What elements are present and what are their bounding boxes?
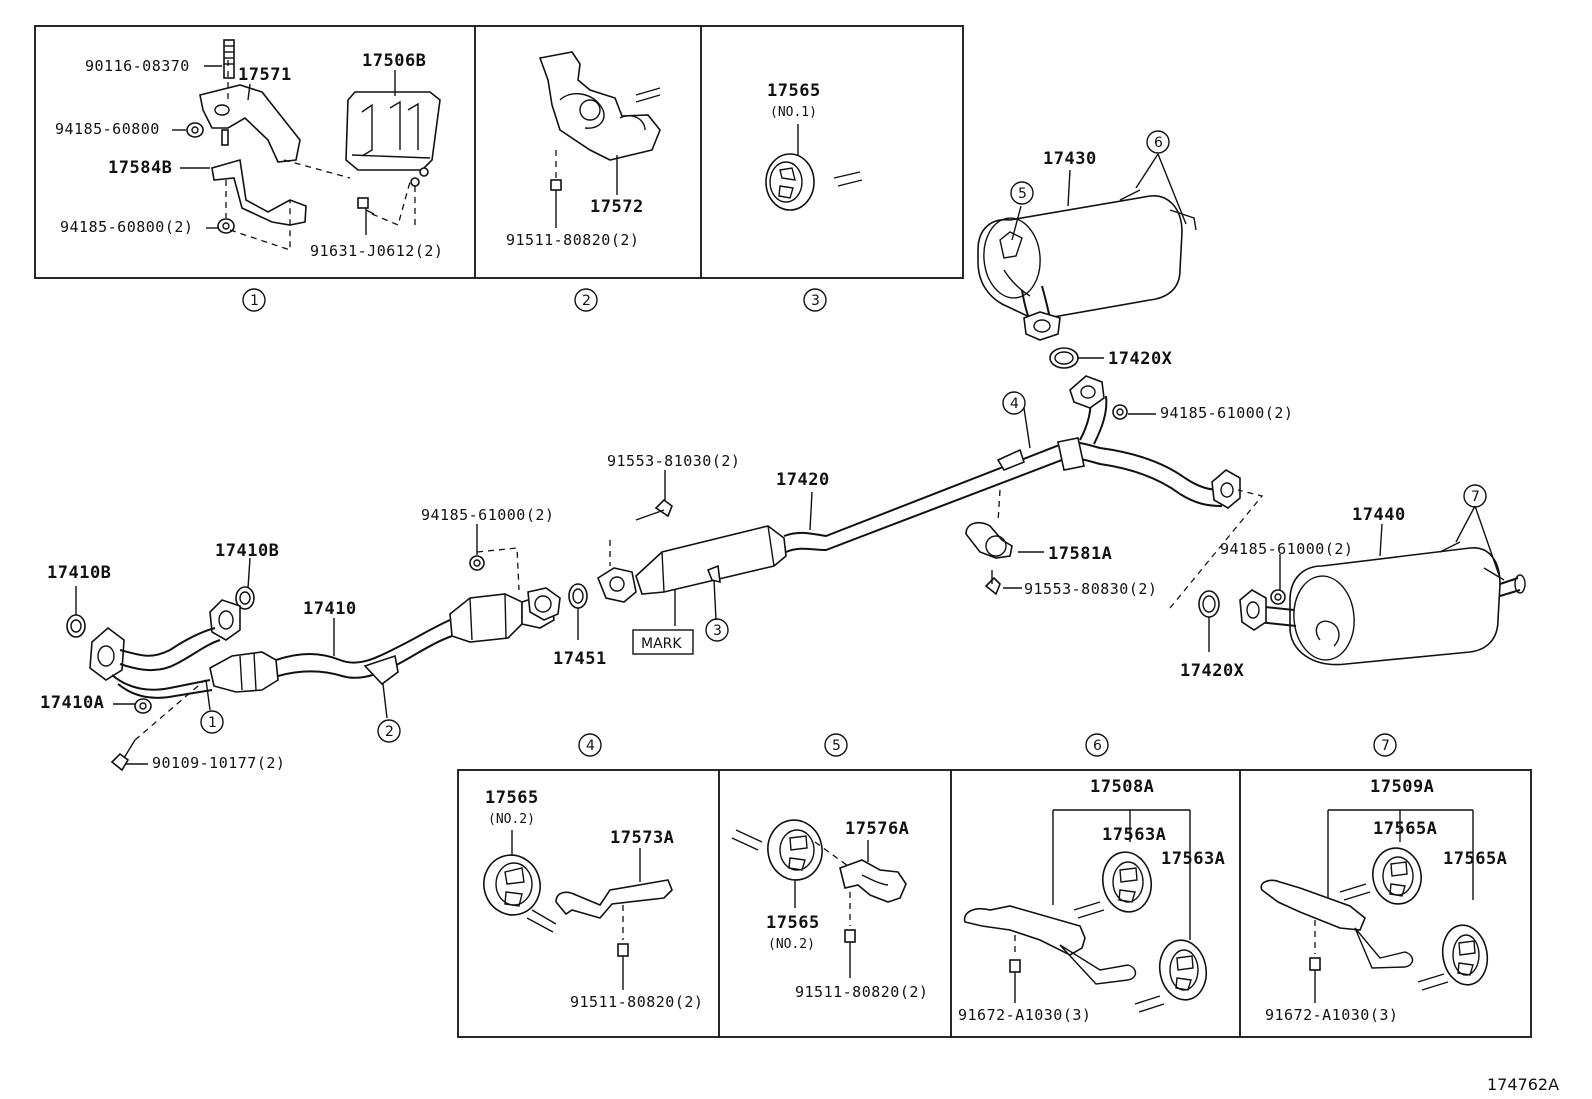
label-17420: 17420: [776, 470, 830, 490]
svg-text:5: 5: [832, 738, 841, 754]
label-17451: 17451: [553, 649, 607, 669]
label-17410A: 17410A: [40, 693, 104, 713]
callout-5-box: 5: [824, 733, 848, 757]
svg-text:3: 3: [811, 293, 820, 309]
label-17565-no2-a: 17565: [485, 788, 539, 808]
svg-text:7: 7: [1471, 489, 1480, 505]
callout-1-main: 1: [200, 710, 224, 734]
svg-text:3: 3: [713, 623, 722, 639]
label-no2-a: (NO.2): [488, 812, 535, 827]
main-muffler-17430: [977, 153, 1197, 369]
callout-6-box: 6: [1085, 733, 1109, 757]
label-91511-80820-2-c: 91511-80820(2): [795, 983, 928, 1001]
callout-7-main: 7: [1463, 484, 1487, 508]
diagram-reference-number: 174762A: [1487, 1075, 1559, 1094]
detail-3-hanger-drawing: [765, 124, 863, 211]
sub-muffler-17440: [1198, 505, 1526, 666]
label-17565A-a: 17565A: [1373, 819, 1437, 839]
label-94185-61000-2-c: 94185-61000(2): [1220, 540, 1353, 558]
label-94185-61000-2-a: 94185-61000(2): [1160, 404, 1293, 422]
detail-box-bottom: [457, 769, 1532, 1038]
svg-text:1: 1: [208, 715, 217, 731]
label-17410B-b: 17410B: [215, 541, 279, 561]
label-17440: 17440: [1352, 505, 1406, 525]
detail-1-bracket-drawing: [186, 39, 441, 251]
label-91553-80830-2: 91553-80830(2): [1024, 580, 1157, 598]
label-91631-J0612-2: 91631-J0612(2): [310, 242, 443, 260]
detail-7-hanger-drawing: [1260, 809, 1489, 1003]
detail-6-hanger-drawing: [963, 809, 1208, 1013]
callout-2-main: 2: [377, 719, 401, 743]
callout-6-main: 6: [1146, 130, 1170, 154]
label-17572: 17572: [590, 197, 644, 217]
svg-text:4: 4: [1010, 396, 1019, 412]
svg-text:7: 7: [1381, 738, 1390, 754]
center-pipe-17420: [597, 375, 1264, 626]
label-17410B-a: 17410B: [47, 563, 111, 583]
label-91511-80820-2-a: 91511-80820(2): [506, 231, 639, 249]
svg-text:1: 1: [250, 293, 259, 309]
label-94185-60800: 94185-60800: [55, 120, 160, 138]
label-17506B: 17506B: [362, 51, 426, 71]
label-17581A: 17581A: [1048, 544, 1112, 564]
label-94185-60800-2: 94185-60800(2): [60, 218, 193, 236]
detail-box-top: [34, 25, 964, 279]
svg-text:2: 2: [385, 724, 394, 740]
label-17508A: 17508A: [1090, 777, 1154, 797]
label-91672-A1030-3-a: 91672-A1030(3): [958, 1006, 1091, 1024]
label-17410: 17410: [303, 599, 357, 619]
callout-3-top: 3: [803, 288, 827, 312]
label-no1: (NO.1): [770, 105, 817, 120]
label-17565-no1: 17565: [767, 81, 821, 101]
front-pipe-17410: [66, 547, 588, 772]
svg-text:6: 6: [1154, 135, 1163, 151]
label-91511-80820-2-b: 91511-80820(2): [570, 993, 703, 1011]
label-17573A: 17573A: [610, 828, 674, 848]
svg-text:5: 5: [1018, 186, 1027, 202]
detail-5-hanger-drawing: [731, 819, 907, 978]
callout-7-box: 7: [1373, 733, 1397, 757]
callout-2-top: 2: [574, 288, 598, 312]
label-17420X-b: 17420X: [1180, 661, 1245, 681]
label-90109-10177-2: 90109-10177(2): [152, 754, 285, 772]
label-91553-81030-2: 91553-81030(2): [607, 452, 740, 470]
label-17565A-b: 17565A: [1443, 849, 1507, 869]
detail-4-hanger-drawing: [483, 830, 673, 990]
label-17509A: 17509A: [1370, 777, 1434, 797]
callout-4-main: 4: [1002, 391, 1026, 415]
callout-4-box: 4: [578, 733, 602, 757]
label-17565-no2-b: 17565: [766, 913, 820, 933]
label-90116-08370: 90116-08370: [85, 57, 190, 75]
label-17571: 17571: [238, 65, 292, 85]
label-mark: MARK: [641, 636, 682, 652]
svg-text:2: 2: [582, 293, 591, 309]
callout-5-main: 5: [1010, 181, 1034, 205]
svg-text:4: 4: [586, 738, 595, 754]
label-91672-A1030-3-b: 91672-A1030(3): [1265, 1006, 1398, 1024]
label-no2-b: (NO.2): [768, 937, 815, 952]
label-17420X-a: 17420X: [1108, 349, 1173, 369]
callout-1-top: 1: [242, 288, 266, 312]
label-17430: 17430: [1043, 149, 1097, 169]
svg-text:6: 6: [1093, 738, 1102, 754]
callout-3-main: 3: [705, 618, 729, 642]
label-17584B: 17584B: [108, 158, 172, 178]
label-17563A-a: 17563A: [1102, 825, 1166, 845]
detail-2-bracket-drawing: [538, 51, 661, 228]
label-94185-61000-2-b: 94185-61000(2): [421, 506, 554, 524]
label-17576A: 17576A: [845, 819, 909, 839]
label-17563A-b: 17563A: [1161, 849, 1225, 869]
